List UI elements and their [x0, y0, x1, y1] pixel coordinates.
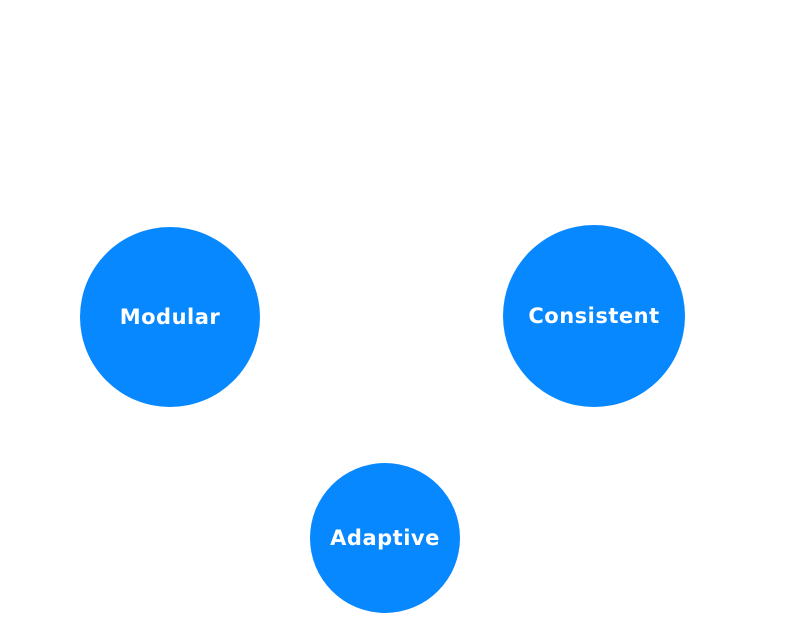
node-label-consistent: Consistent — [528, 304, 660, 328]
node-label-modular: Modular — [119, 305, 221, 329]
node-adaptive: Adaptive — [310, 463, 460, 613]
node-modular: Modular — [80, 227, 260, 407]
node-consistent: Consistent — [503, 225, 685, 407]
node-label-adaptive: Adaptive — [330, 526, 440, 550]
